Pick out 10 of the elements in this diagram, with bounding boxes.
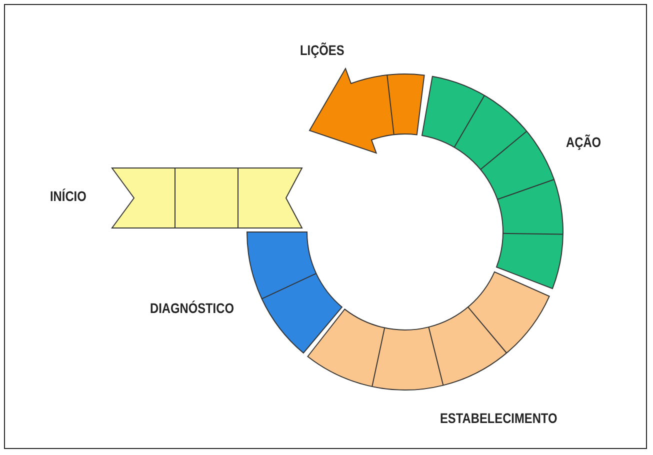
stage-label: DIAGNÓSTICO <box>150 300 234 316</box>
ring-segment <box>246 232 342 354</box>
ring-segment <box>307 271 550 390</box>
stage-label: LIÇÕES <box>300 42 344 58</box>
arrow-segment <box>309 68 425 154</box>
stage-label: AÇÃO <box>566 134 602 150</box>
stage-label: INÍCIO <box>50 188 86 204</box>
ring-segment <box>422 76 564 290</box>
arrow-strip <box>111 168 303 228</box>
stage-label: ESTABELECIMENTO <box>440 410 558 426</box>
